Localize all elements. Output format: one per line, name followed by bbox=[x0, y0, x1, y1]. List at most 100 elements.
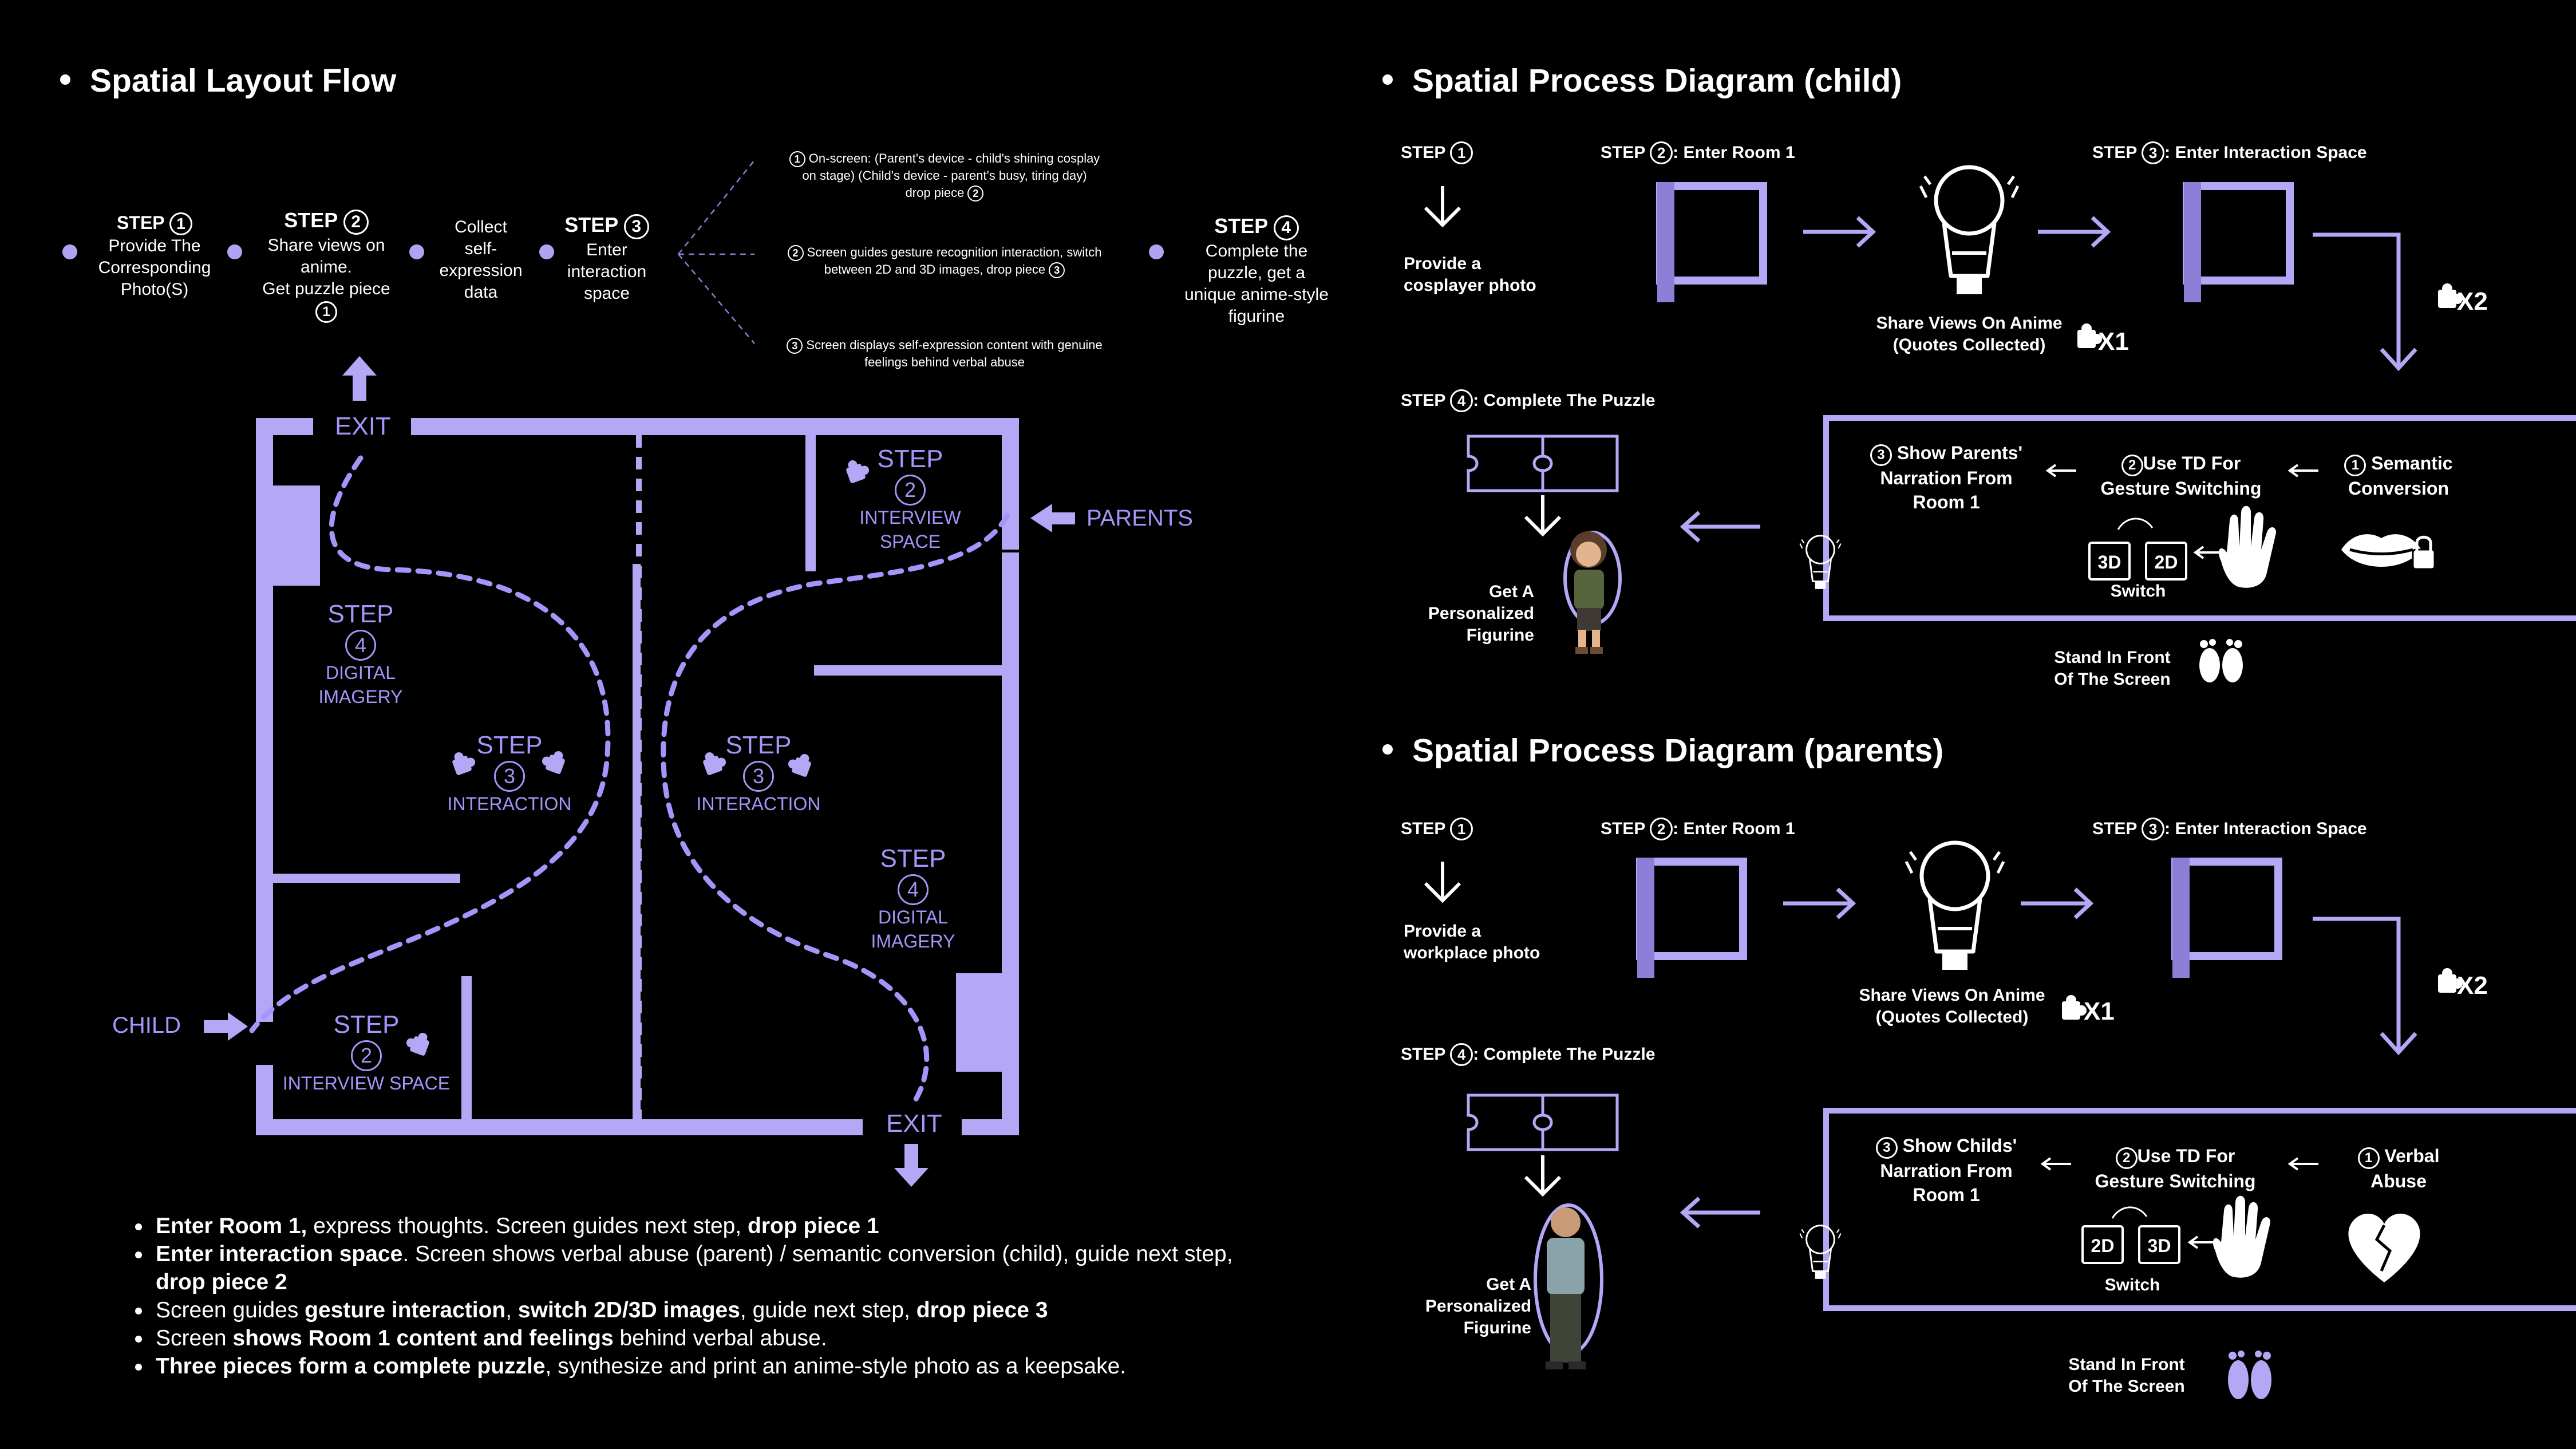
zone-step-number: 4 bbox=[345, 630, 376, 661]
screen bbox=[956, 973, 1002, 1072]
small-arrow-left bbox=[2289, 464, 2320, 477]
child-step1-label: STEP 1 bbox=[1401, 141, 1473, 164]
wall bbox=[273, 874, 460, 883]
wall bbox=[256, 1119, 863, 1135]
zone-step-number: 2 bbox=[351, 1040, 382, 1071]
down-arrow bbox=[1526, 495, 1560, 534]
branch-note-3: 3 Screen displays self-expression conten… bbox=[761, 337, 1128, 371]
zone-imagery-left: STEP 4 DIGITAL IMAGERY bbox=[318, 600, 403, 707]
branch-number-badge: 2 bbox=[787, 245, 804, 261]
piece-number-badge: 3 bbox=[1049, 262, 1065, 278]
parents-arrow bbox=[1030, 504, 1075, 532]
flow-step-2: STEP 2 Share views on anime. Get puzzle … bbox=[252, 207, 401, 323]
wall bbox=[633, 564, 641, 1119]
room-icon bbox=[2184, 182, 2290, 302]
puzzle-piece-icon bbox=[2438, 283, 2463, 308]
child-x1-label: X1 bbox=[2098, 327, 2129, 356]
flow-arrow-head bbox=[2380, 1032, 2417, 1056]
small-arrow-left bbox=[2046, 464, 2077, 477]
branch-line bbox=[678, 254, 755, 344]
process-diagrams-graphics bbox=[1374, 115, 2576, 1399]
flow-step-collect: Collect self- expression data bbox=[439, 218, 523, 302]
small-arrow-left bbox=[2289, 1157, 2320, 1171]
flow-arrow-left bbox=[1683, 1198, 1760, 1227]
flow-dot bbox=[409, 244, 424, 259]
item-number-badge: 1 bbox=[2357, 1147, 2380, 1169]
complete-puzzle-icon bbox=[1468, 436, 1617, 491]
room-icon bbox=[2172, 858, 2278, 978]
parents-path bbox=[661, 512, 1010, 1102]
puzzle-piece-icon bbox=[788, 753, 811, 777]
exit-label-bottom: EXIT bbox=[886, 1110, 942, 1138]
bullet-dot bbox=[1382, 74, 1393, 85]
note-item: Enter Room 1, express thoughts. Screen g… bbox=[135, 1212, 1280, 1240]
zone-step-number: 4 bbox=[898, 874, 929, 905]
complete-puzzle-icon bbox=[1468, 1095, 1617, 1150]
parents-step4-label: STEP 4: Complete The Puzzle bbox=[1401, 1043, 1656, 1066]
puzzle-piece-icon bbox=[846, 460, 870, 483]
footprints-icon bbox=[2199, 639, 2243, 682]
zone-interview-right: STEP 2 INTERVIEW SPACE bbox=[859, 445, 961, 552]
child-x2-label: X2 bbox=[2457, 287, 2488, 315]
step-number-badge: 2 bbox=[1650, 141, 1673, 164]
notes-list: Enter Room 1, express thoughts. Screen g… bbox=[135, 1212, 1280, 1380]
item-number-badge: 1 bbox=[2344, 455, 2366, 476]
flow-arrow-left bbox=[1683, 512, 1760, 541]
hand-gesture-icon bbox=[2212, 1195, 2271, 1278]
parents-x1-label: X1 bbox=[2084, 997, 2115, 1025]
layout-flow-title: Spatial Layout Flow bbox=[60, 62, 396, 100]
step-number-badge: 3 bbox=[623, 214, 649, 239]
parent-figurine-image bbox=[1534, 1203, 1603, 1369]
switch-curve-arrow bbox=[2111, 1206, 2148, 1219]
parents-step1-label: STEP 1 bbox=[1401, 818, 1473, 840]
broken-heart-icon bbox=[2348, 1213, 2420, 1282]
flow-arrow-right bbox=[2021, 889, 2091, 918]
exit-arrow-down bbox=[894, 1144, 929, 1187]
hand-gesture-icon bbox=[2218, 506, 2277, 588]
child-arrow bbox=[204, 1012, 248, 1041]
parents-step2-label: STEP 2: Enter Room 1 bbox=[1601, 818, 1795, 840]
child-step3-label: STEP 3: Enter Interaction Space bbox=[2092, 141, 2367, 164]
child-share-caption: Share Views On Anime(Quotes Collected) bbox=[1876, 314, 2063, 354]
flow-dot bbox=[1149, 244, 1164, 259]
flow-dot bbox=[539, 244, 554, 259]
child-box-item3: 3 Show Parents' Narration From Room 1 bbox=[1832, 441, 2061, 514]
parents-label: PARENTS bbox=[1086, 506, 1193, 531]
branch-number-badge: 3 bbox=[787, 338, 803, 354]
child-step2-label: STEP 2: Enter Room 1 bbox=[1601, 141, 1795, 164]
view-3d-button: 3D bbox=[2138, 1225, 2180, 1264]
note-item: Enter interaction space. Screen shows ve… bbox=[135, 1240, 1280, 1296]
step-number-badge: 1 bbox=[1450, 818, 1473, 840]
room-icon bbox=[1657, 182, 1763, 302]
down-arrow bbox=[1425, 862, 1460, 901]
interaction-box bbox=[1823, 1108, 2576, 1311]
step-number-badge: 4 bbox=[1450, 1043, 1473, 1066]
puzzle-piece-icon bbox=[2077, 323, 2102, 348]
note-item: Screen guides gesture interaction, switc… bbox=[135, 1296, 1280, 1324]
parents-share-caption: Share Views On Anime(Quotes Collected) bbox=[1859, 986, 2045, 1026]
wall bbox=[814, 665, 1002, 676]
wall bbox=[256, 1065, 273, 1135]
child-step4-label: STEP 4: Complete The Puzzle bbox=[1401, 389, 1656, 412]
item-number-badge: 2 bbox=[2115, 1147, 2138, 1169]
room-icon bbox=[1637, 858, 1743, 978]
child-box-item1: 1 Semantic Conversion bbox=[2301, 451, 2496, 500]
branch-number-badge: 1 bbox=[789, 151, 805, 167]
zone-step-number: 3 bbox=[494, 761, 525, 792]
wall bbox=[1002, 996, 1019, 1135]
zone-interaction-right: STEP 3 INTERACTION bbox=[696, 731, 821, 814]
parents-box-item1: 1 Verbal Abuse bbox=[2301, 1144, 2496, 1193]
flow-arrow-right bbox=[2038, 218, 2108, 246]
puzzle-piece-icon bbox=[2438, 968, 2463, 993]
puzzle-piece-icon bbox=[406, 1032, 429, 1056]
zone-step-number: 3 bbox=[743, 761, 774, 792]
wall bbox=[411, 418, 1019, 435]
flow-step-4: STEP 4 Complete the puzzle, get a unique… bbox=[1184, 214, 1329, 326]
